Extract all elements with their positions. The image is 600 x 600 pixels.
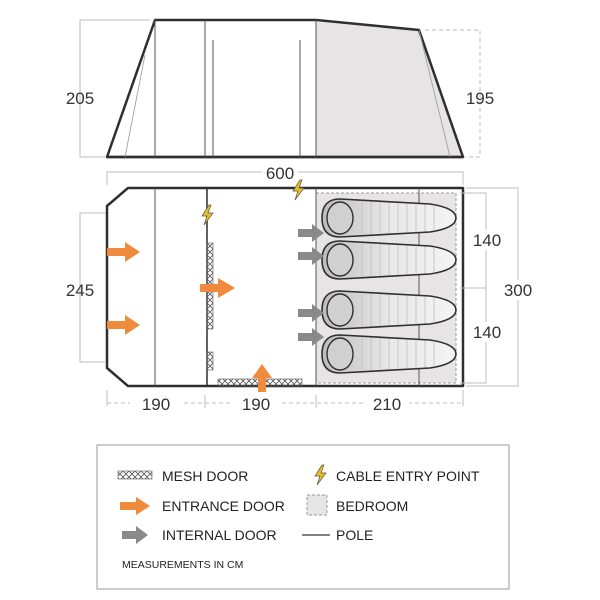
internal-door-arrow bbox=[298, 247, 324, 265]
legend-label-internal-door: INTERNAL DOOR bbox=[162, 527, 277, 543]
height-left-dimension-line bbox=[79, 19, 150, 158]
section-length-label: 210 bbox=[373, 395, 401, 414]
cable-entry-icon bbox=[292, 179, 305, 201]
entrance-door-arrow bbox=[107, 242, 140, 262]
orange-arrow-icon bbox=[120, 497, 150, 515]
section-length-label: 190 bbox=[142, 395, 170, 414]
bedroom-total-width-label: 300 bbox=[504, 281, 532, 300]
legend-box bbox=[96, 444, 510, 590]
grey-arrow-icon bbox=[122, 526, 148, 544]
lightning-icon bbox=[314, 464, 327, 486]
elevation-bedroom-area bbox=[316, 22, 463, 157]
entrance-door-arrow bbox=[200, 278, 235, 298]
legend-label-bedroom: BEDROOM bbox=[336, 498, 408, 514]
cable-entry-icon bbox=[201, 204, 214, 226]
sleeping-bag bbox=[321, 198, 457, 238]
bedroom-width-label-top: 140 bbox=[473, 231, 501, 250]
measurements-note: MEASUREMENTS IN CM bbox=[122, 559, 243, 571]
sleeping-bag bbox=[321, 290, 457, 330]
sleeping-bag bbox=[321, 334, 457, 374]
height-right-dimension-line bbox=[425, 29, 481, 158]
height-left-label: 205 bbox=[66, 89, 94, 108]
side-elevation: 205 195 bbox=[66, 18, 494, 159]
mesh-door-icon bbox=[117, 470, 153, 480]
entrance-door-arrow bbox=[252, 364, 272, 392]
internal-door-arrow bbox=[298, 304, 324, 322]
entrance-door-arrow bbox=[107, 315, 140, 335]
legend: MESH DOOR CABLE ENTRY POINT ENTRANCE DOO… bbox=[96, 444, 510, 590]
legend-label-cable-entry: CABLE ENTRY POINT bbox=[336, 468, 480, 484]
bedroom-swatch-icon bbox=[306, 494, 328, 516]
section-length-label: 190 bbox=[242, 395, 270, 414]
sleeping-bag bbox=[321, 240, 457, 280]
total-length-label: 600 bbox=[266, 164, 294, 183]
sleeping-bags bbox=[321, 198, 457, 374]
mesh-door bbox=[206, 351, 214, 371]
legend-label-pole: POLE bbox=[336, 527, 373, 543]
legend-label-entrance-door: ENTRANCE DOOR bbox=[162, 498, 285, 514]
width-label: 245 bbox=[66, 281, 94, 300]
height-right-label: 195 bbox=[466, 89, 494, 108]
floor-plan: 600 bbox=[66, 164, 536, 414]
legend-label-mesh-door: MESH DOOR bbox=[162, 468, 248, 484]
bedroom-width-label-bottom: 140 bbox=[473, 323, 501, 342]
floor-outline bbox=[105, 186, 465, 388]
internal-door-arrow bbox=[298, 224, 324, 242]
internal-door-arrow bbox=[298, 328, 324, 346]
width-dimension-line bbox=[79, 212, 105, 363]
